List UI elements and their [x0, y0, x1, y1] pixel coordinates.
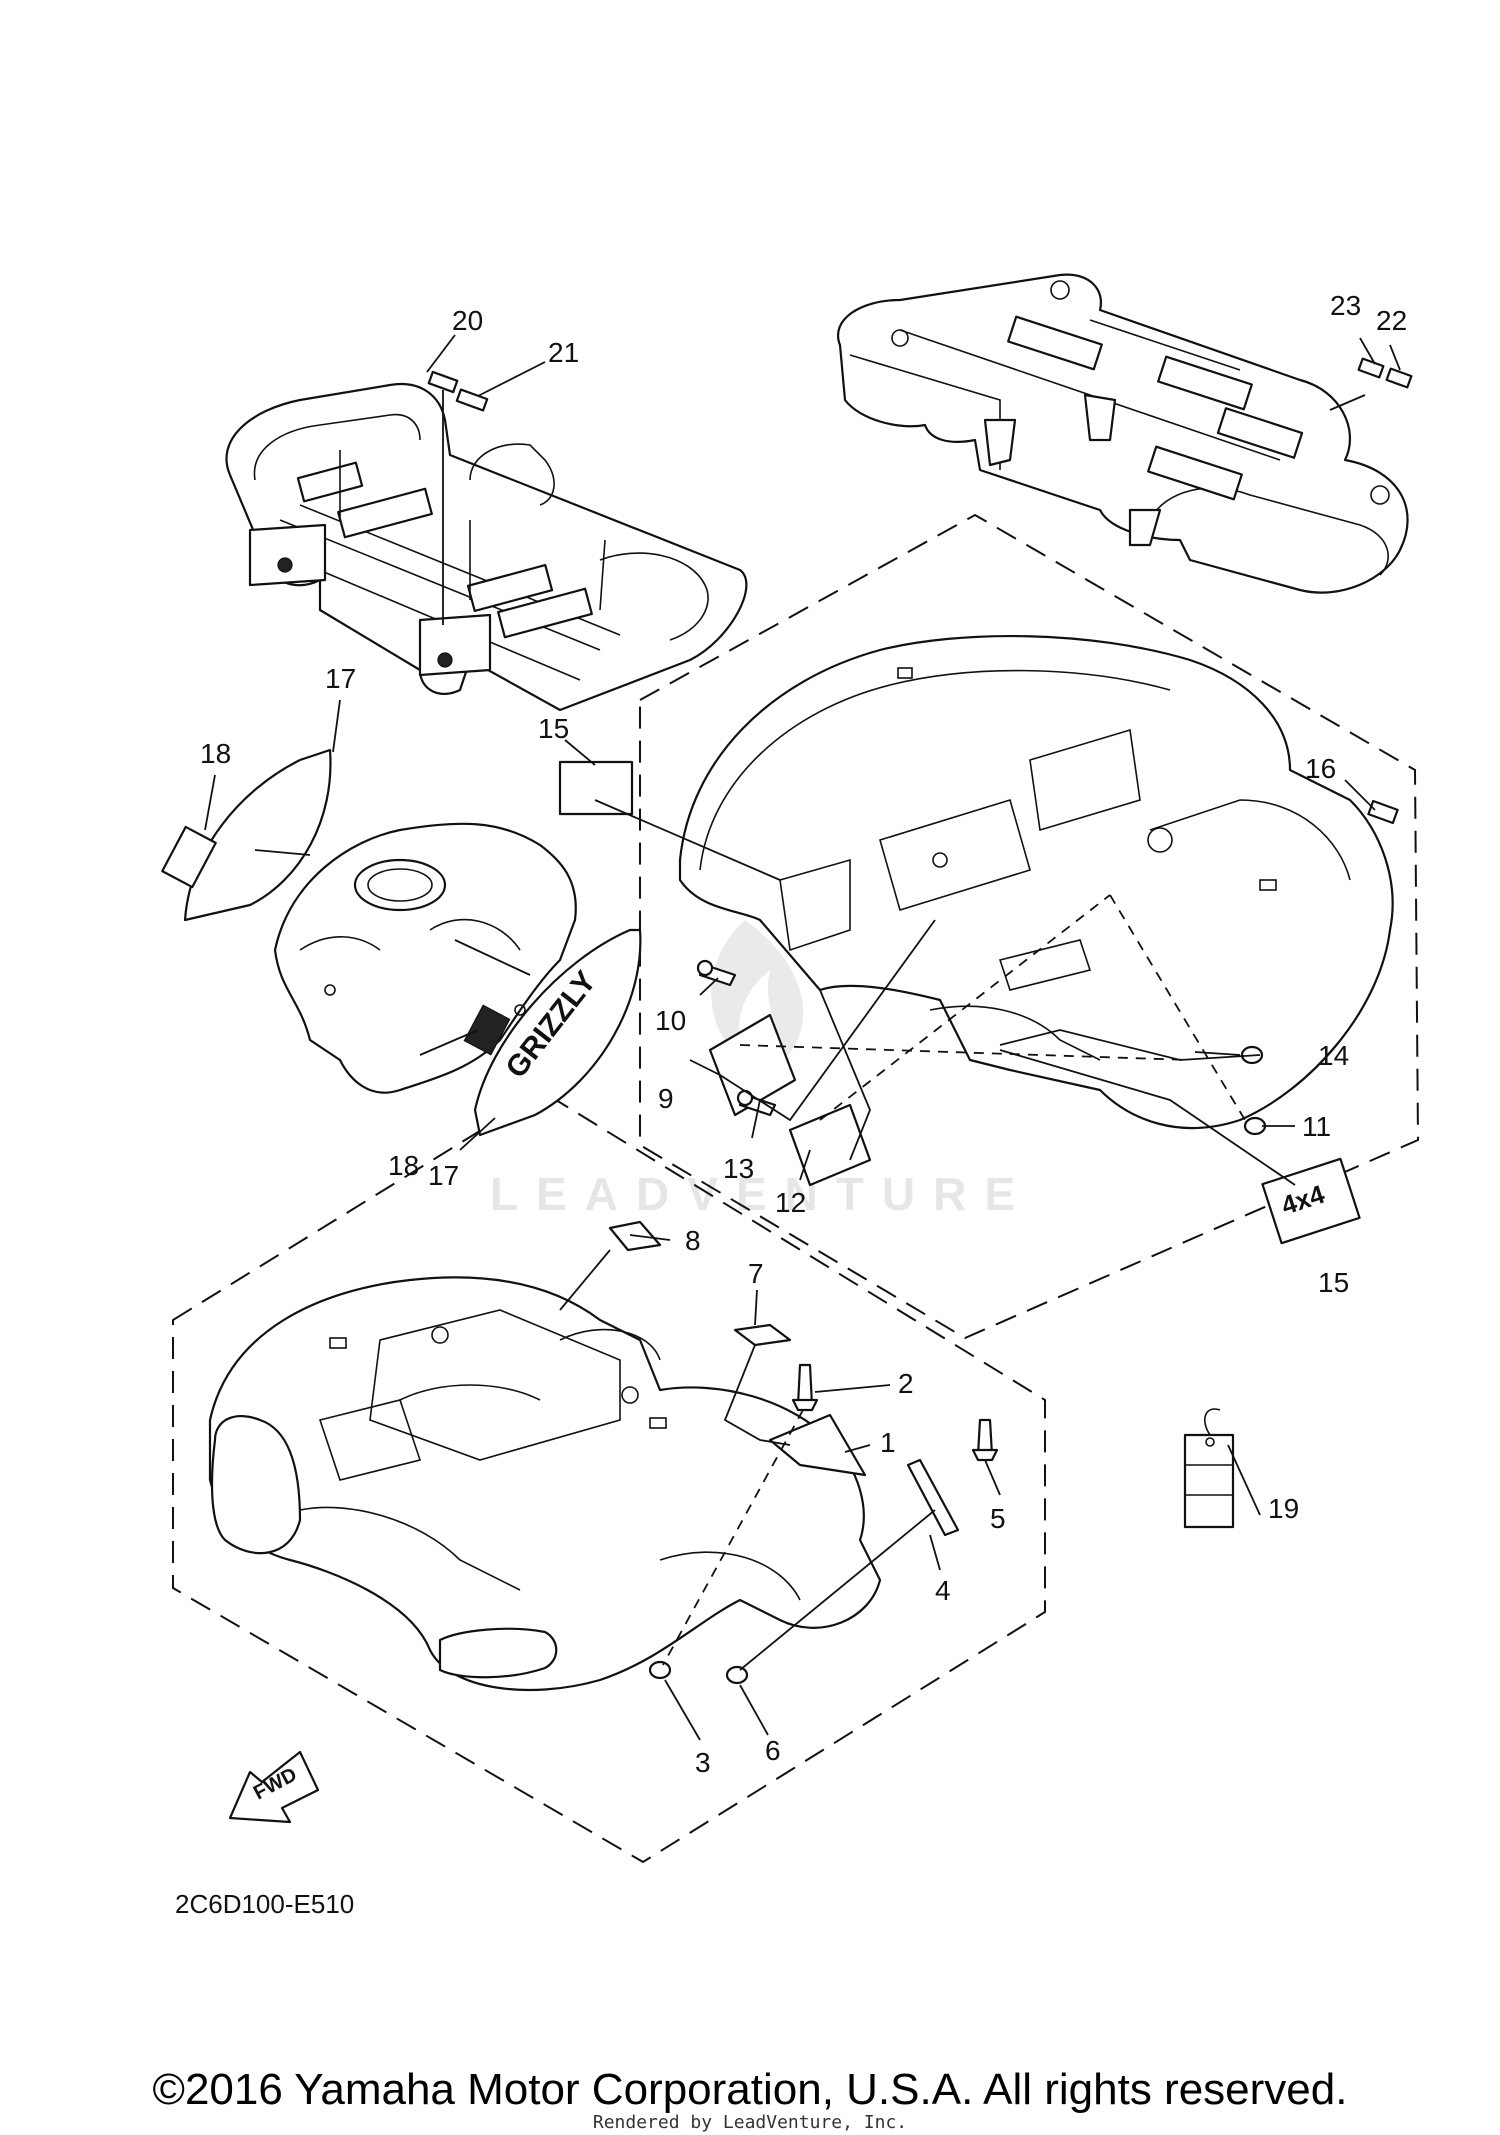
watermark-logo — [711, 920, 804, 1070]
fastener-5 — [971, 1418, 999, 1462]
plate-9 — [708, 1013, 797, 1117]
callout-18-upper: 18 — [200, 738, 231, 769]
callout-7: 7 — [748, 1258, 764, 1289]
callout-14: 14 — [1318, 1040, 1349, 1071]
decal-7 — [733, 1323, 792, 1347]
fwd-arrow: FWD — [228, 1750, 320, 1824]
copyright-notice: ©2016 Yamaha Motor Corporation, U.S.A. A… — [152, 2065, 1348, 2114]
rear-assembly-boundary — [639, 513, 1420, 1340]
callout-21: 21 — [548, 337, 579, 368]
rear-fender — [678, 634, 1394, 1130]
decal-4 — [906, 1458, 960, 1537]
plate-12 — [788, 1103, 872, 1187]
callout-8: 8 — [685, 1225, 701, 1256]
fastener-10 — [696, 959, 737, 987]
decal-22 — [1385, 367, 1413, 389]
front-carrier-rack — [225, 382, 748, 712]
washer-6 — [725, 1665, 749, 1685]
callout-17-upper: 17 — [325, 663, 356, 694]
callout-5: 5 — [990, 1503, 1006, 1534]
callout-12: 12 — [775, 1187, 806, 1218]
tag-19 — [1183, 1408, 1235, 1529]
callout-2: 2 — [898, 1368, 914, 1399]
decal-1 — [768, 1413, 867, 1477]
decal-15-blank — [558, 760, 634, 816]
callout-15-upper: 15 — [538, 713, 569, 744]
callout-18-lower: 18 — [388, 1150, 419, 1181]
rendered-by-notice: Rendered by LeadVenture, Inc. — [592, 2112, 908, 2133]
watermark-text: LEADVENTURE — [490, 1168, 1033, 1220]
decal-23 — [1357, 357, 1385, 379]
decal-18-upper — [161, 825, 217, 889]
callout-15-lower: 15 — [1318, 1267, 1349, 1298]
callout-1: 1 — [880, 1427, 896, 1458]
decal-20 — [427, 370, 459, 394]
callout-16: 16 — [1305, 753, 1336, 784]
decal-18-lower — [463, 1004, 511, 1056]
decal-16 — [1367, 799, 1399, 825]
leader-lines — [204, 334, 1401, 1741]
callout-22: 22 — [1376, 305, 1407, 336]
callout-labels: 20 21 23 22 17 18 15 16 10 14 9 11 18 13… — [200, 290, 1407, 1778]
callout-20: 20 — [452, 305, 483, 336]
diagram-code: 2C6D100-E510 — [175, 1889, 354, 1919]
callout-13: 13 — [723, 1153, 754, 1184]
callout-19: 19 — [1268, 1493, 1299, 1524]
rear-carrier-rack — [837, 273, 1409, 594]
callout-3: 3 — [695, 1747, 711, 1778]
callout-4: 4 — [935, 1575, 951, 1606]
four-by-four-decal: 4x4 — [1261, 1157, 1361, 1245]
callout-9: 9 — [658, 1083, 674, 1114]
fastener-2 — [791, 1363, 819, 1412]
callout-11: 11 — [1302, 1111, 1331, 1142]
washer-3 — [648, 1660, 672, 1680]
front-fender — [208, 1276, 882, 1692]
callout-6: 6 — [765, 1735, 781, 1766]
callout-17-lower: 17 — [428, 1160, 459, 1191]
callout-10: 10 — [655, 1005, 686, 1036]
callout-23: 23 — [1330, 290, 1361, 321]
decal-21 — [455, 388, 489, 412]
front-assembly-boundary — [172, 1090, 1046, 1864]
